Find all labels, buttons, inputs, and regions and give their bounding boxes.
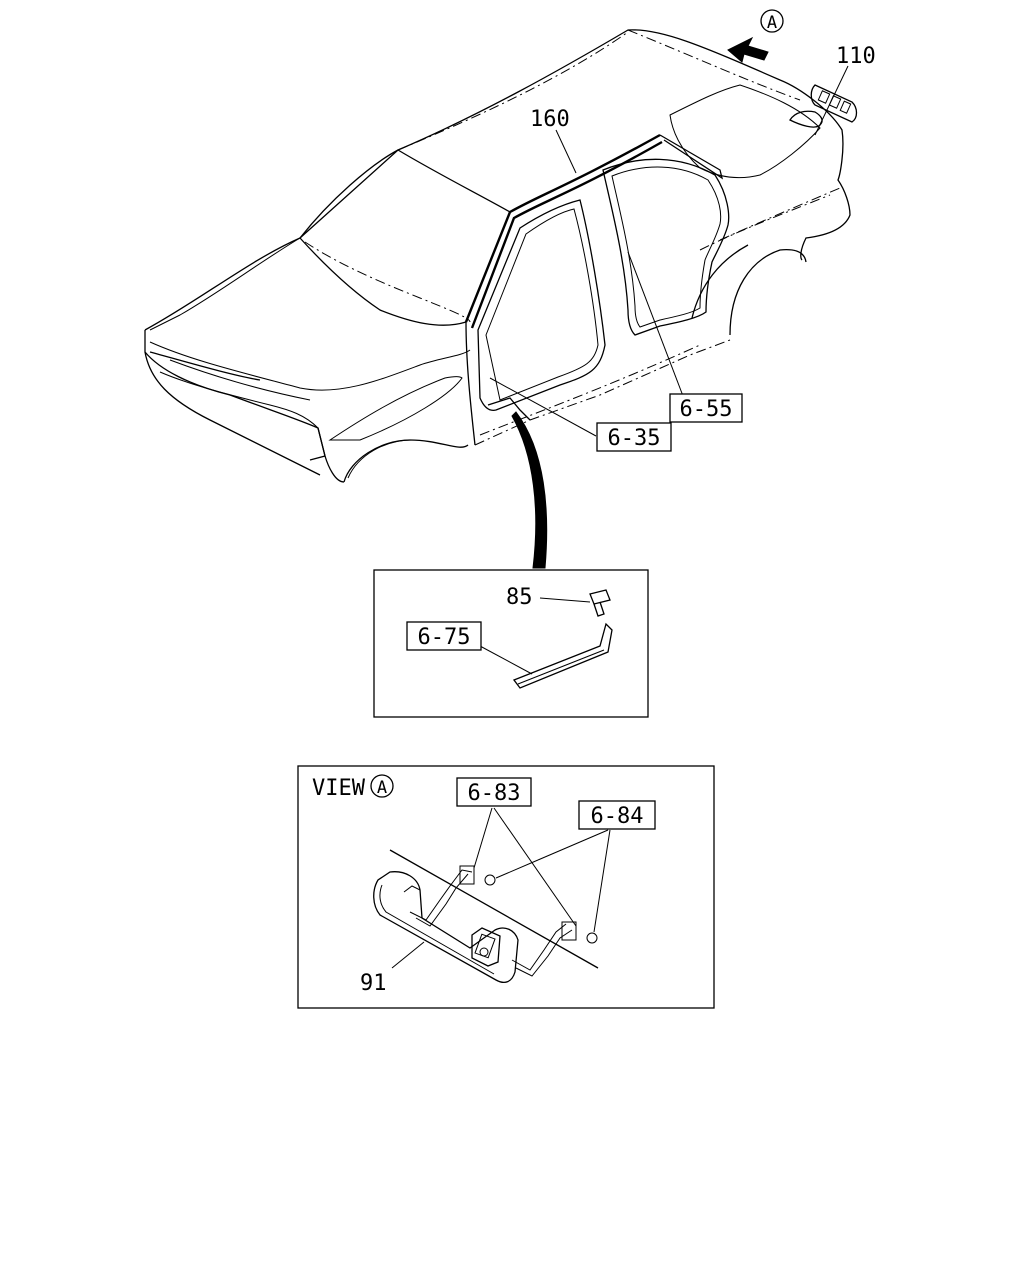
ref-6-75-label: 6-75 <box>418 625 471 650</box>
view-a-title: VIEW <box>312 776 366 801</box>
view-a-marker-label: A <box>377 778 387 798</box>
ref-6-84-box <box>578 800 656 830</box>
view-direction-arrow <box>727 36 769 63</box>
part-85-label: 85 <box>506 585 533 610</box>
view-marker-circle: A <box>760 9 784 33</box>
ref-6-75-box <box>406 621 482 651</box>
car-body-illustration <box>144 29 851 483</box>
part-110-label: 110 <box>836 44 876 69</box>
part-110-emblem <box>810 84 858 123</box>
part-91-lamp-housing <box>373 871 519 983</box>
ref-6-35-label: 6-35 <box>608 426 661 451</box>
ref-6-83-label: 6-83 <box>468 781 521 806</box>
ref-6-84-label: 6-84 <box>591 804 644 829</box>
view-a-marker-circle <box>370 774 394 798</box>
ref-6-55-label: 6-55 <box>680 397 733 422</box>
ref-6-55-box <box>669 393 743 423</box>
connector-upper <box>459 865 475 885</box>
ref-6-83-box <box>456 777 532 807</box>
nut-lower <box>586 932 598 944</box>
connector-lower <box>561 921 577 941</box>
part-85-clip <box>589 589 611 617</box>
part-6-75-sill-plate <box>512 622 613 689</box>
nut-upper <box>484 874 496 886</box>
part-160-label: 160 <box>530 107 570 132</box>
view-marker-label: A <box>767 13 777 33</box>
detail-callout-pointer <box>511 411 548 569</box>
part-91-label: 91 <box>360 971 387 996</box>
ref-6-35-box <box>596 422 672 452</box>
